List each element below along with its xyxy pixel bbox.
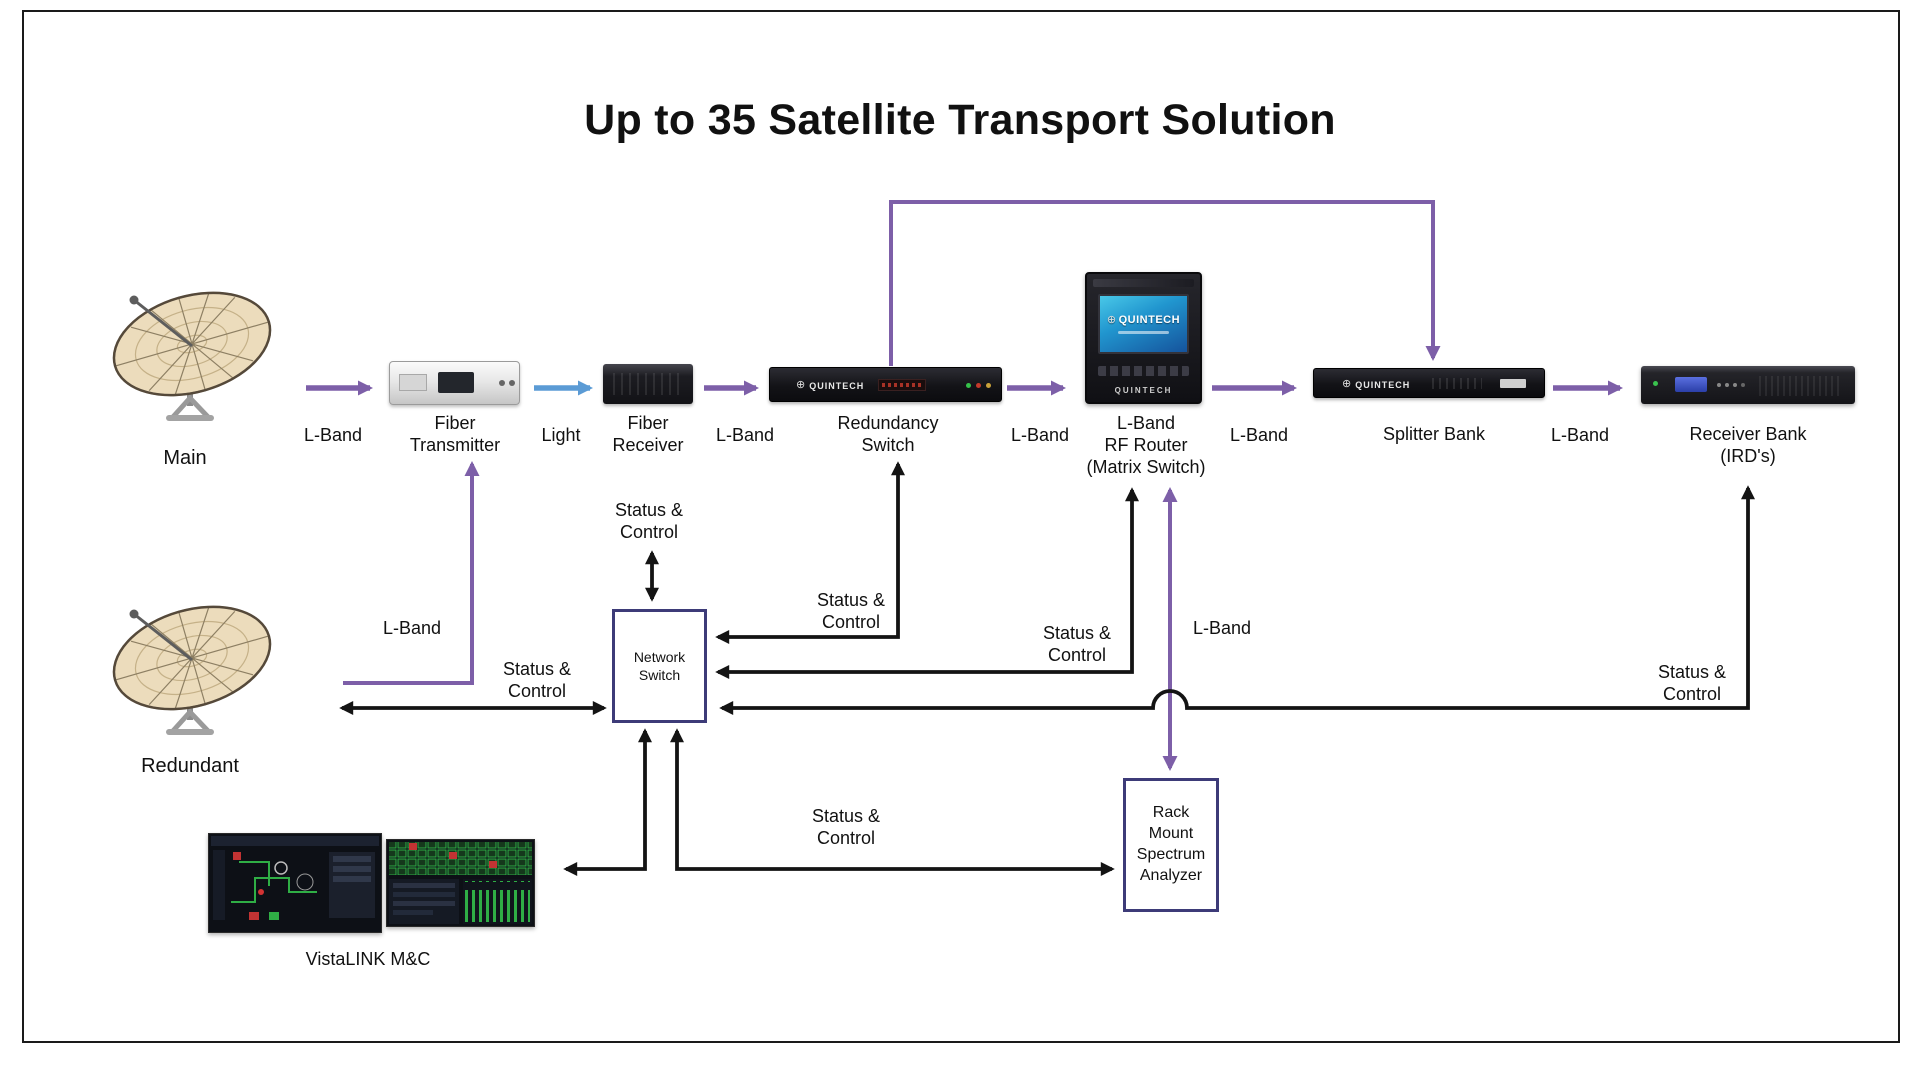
receiver-bank-buttons — [1717, 383, 1721, 387]
label-lband-router-splitter: L-Band — [1229, 425, 1289, 445]
route-redundant-to-transmitter — [343, 461, 480, 685]
label-receiver-bank: Receiver Bank (IRD's) — [1689, 424, 1807, 466]
fiber-transmitter-buttons — [499, 380, 505, 386]
label-status-router: Status & Control — [1042, 623, 1112, 665]
spectrum-analyzer-box: Rack Mount Spectrum Analyzer — [1123, 778, 1219, 912]
quintech-brand: ⊕QUINTECH — [796, 380, 864, 391]
label-lband-redundancy-router: L-Band — [1010, 425, 1070, 445]
redundancy-switch-display — [878, 379, 926, 391]
splitter-bank-device: ⊕QUINTECH — [1313, 368, 1545, 398]
quintech-logo-icon: ⊕ — [1342, 378, 1353, 390]
splitter-bank-vents — [1432, 378, 1482, 389]
label-vistalink: VistaLINK M&C — [305, 949, 431, 969]
label-status-left: Status & Control — [502, 659, 572, 701]
label-splitter-bank: Splitter Bank — [1382, 424, 1486, 444]
quintech-brand-text: QUINTECH — [1355, 379, 1411, 390]
rf-router-brand-text: QUINTECH — [1114, 386, 1173, 395]
quintech-logo-icon: ⊕ — [796, 379, 807, 391]
rf-router-screen: ⊕QUINTECH — [1098, 294, 1189, 354]
fiber-transmitter-device — [389, 361, 520, 405]
link-networkswitch-vistalink — [563, 728, 652, 876]
label-lband-rx-redundancy: L-Band — [715, 425, 775, 445]
receiver-bank-led — [1653, 381, 1658, 386]
diagram-title: Up to 35 Satellite Transport Solution — [584, 96, 1336, 144]
fiber-transmitter-slot — [399, 374, 427, 391]
fiber-transmitter-display — [438, 372, 474, 393]
vistalink-screenshot-2 — [386, 839, 535, 927]
lband-rf-router-device: ⊕QUINTECH QUINTECH — [1085, 272, 1202, 404]
label-lband-analyzer: L-Band — [1192, 618, 1252, 638]
label-status-bottom: Status & Control — [811, 806, 881, 848]
rf-router-screen-tagline — [1118, 331, 1169, 334]
rf-router-top-panel — [1093, 279, 1194, 287]
vistalink-matrix-view — [387, 840, 534, 926]
rf-router-screen-brand: QUINTECH — [1118, 314, 1181, 326]
label-main: Main — [163, 447, 207, 469]
quintech-brand: ⊕QUINTECH — [1342, 379, 1410, 390]
receiver-bank-device — [1641, 366, 1855, 404]
label-status-receiver-bank: Status & Control — [1657, 662, 1727, 704]
splitter-bank-label-chip — [1500, 379, 1526, 388]
satellite-dish-icon — [112, 605, 272, 735]
fiber-receiver-device — [603, 364, 693, 404]
main-satellite-dish — [104, 286, 284, 429]
redundancy-switch-lights — [966, 383, 971, 388]
label-status-fiber-receiver: Status & Control — [614, 500, 684, 542]
label-light: Light — [541, 425, 581, 445]
quintech-brand-text: QUINTECH — [809, 380, 865, 391]
label-lband-splitter-receiver: L-Band — [1550, 425, 1610, 445]
satellite-dish-icon — [112, 291, 272, 421]
label-redundancy-switch: Redundancy Switch — [837, 413, 939, 455]
label-redundant: Redundant — [141, 755, 239, 777]
link-receiverbank-networkswitch — [719, 485, 1755, 715]
network-switch-box: Network Switch — [612, 609, 707, 723]
diagram-border — [22, 10, 1900, 1043]
link-networkswitch-analyzer — [670, 728, 1115, 876]
redundant-satellite-dish — [104, 600, 284, 743]
quintech-logo-icon: ⊕ — [1106, 313, 1117, 326]
rf-router-buttons — [1098, 366, 1189, 376]
vistalink-screenshot-1 — [208, 833, 382, 933]
label-fiber-receiver: Fiber Receiver — [612, 413, 684, 455]
label-status-redundancy: Status & Control — [816, 590, 886, 632]
receiver-bank-vents — [1759, 376, 1841, 396]
label-lband-main-tx: L-Band — [303, 425, 363, 445]
vistalink-network-view — [209, 834, 381, 932]
label-rf-router: L-Band RF Router (Matrix Switch) — [1086, 413, 1206, 477]
route-redundancy-to-splitter-top — [889, 200, 1441, 366]
redundancy-switch-device: ⊕QUINTECH — [769, 367, 1002, 402]
receiver-bank-display — [1675, 377, 1707, 392]
label-fiber-transmitter: Fiber Transmitter — [409, 413, 501, 455]
label-lband-redundant: L-Band — [382, 618, 442, 638]
